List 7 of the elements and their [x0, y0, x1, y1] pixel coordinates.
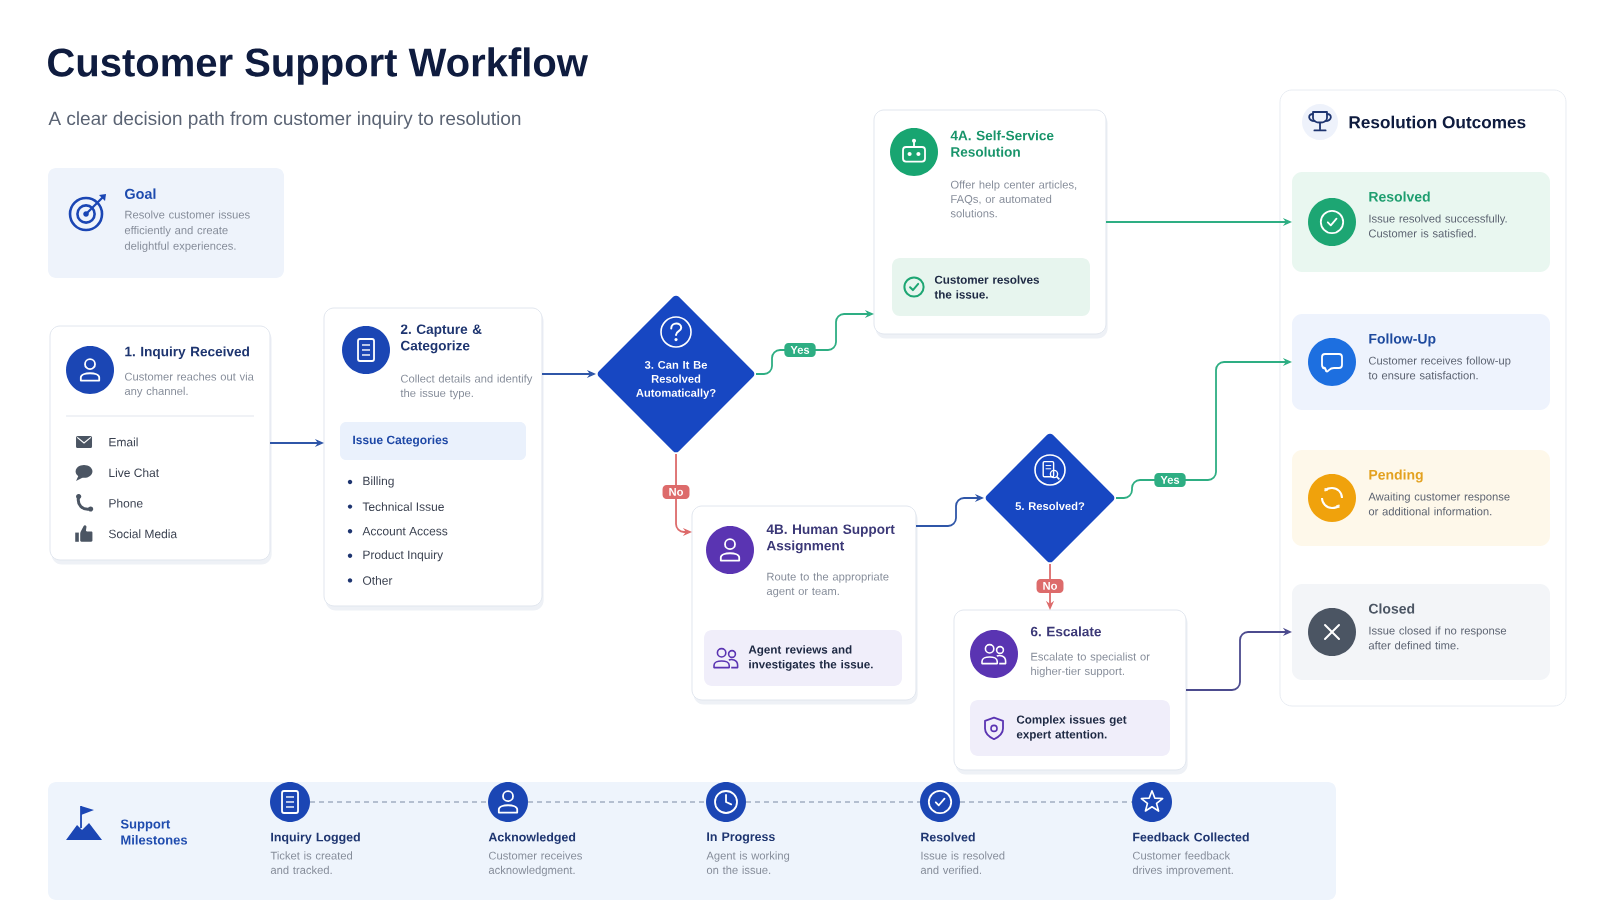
subtitle: A clear decision path from customer inquiry to resolution	[48, 111, 521, 129]
title: Customer Support Workflow	[48, 47, 588, 85]
connector-line	[309, 801, 489, 803]
section-heading: Resolution Outcomes	[1349, 115, 1526, 129]
connector-line	[959, 801, 1133, 803]
connector-line	[527, 801, 707, 803]
connector-line	[745, 801, 921, 803]
